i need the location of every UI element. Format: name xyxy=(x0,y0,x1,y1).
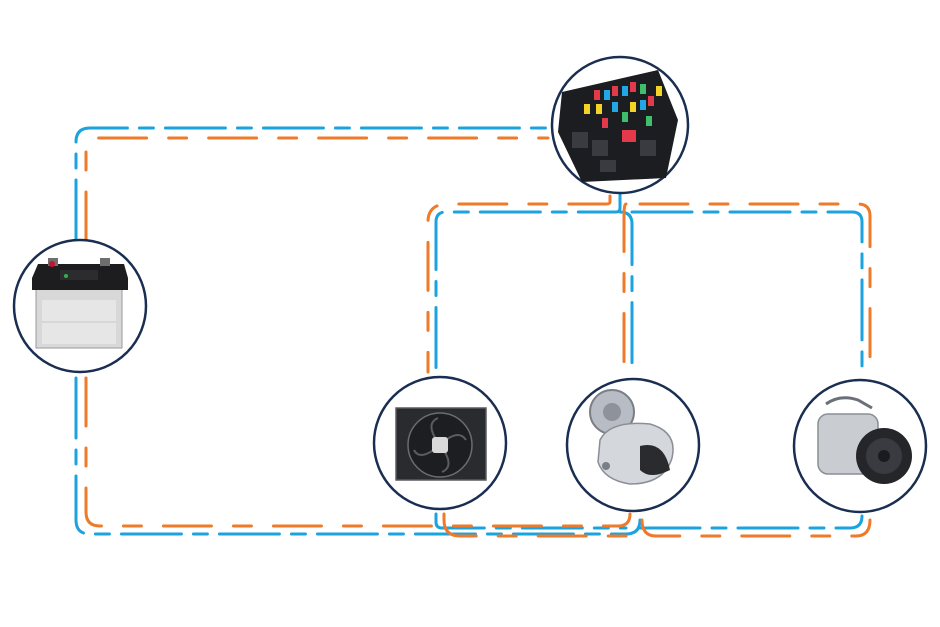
orange-wire xyxy=(84,136,872,538)
blue-wire xyxy=(74,126,864,536)
water-pump-node xyxy=(565,377,701,513)
radiator-fan-node xyxy=(372,375,508,511)
fuse-box-icon xyxy=(558,70,678,182)
radiator-fan-icon xyxy=(395,407,487,481)
water-pump-icon xyxy=(589,389,674,485)
battery-node xyxy=(12,238,148,374)
fuse-box-node xyxy=(550,55,690,195)
wire-network xyxy=(74,126,872,538)
ac-compressor-icon xyxy=(817,396,912,484)
ac-compressor-node xyxy=(792,378,928,514)
car-battery-icon xyxy=(32,258,128,349)
